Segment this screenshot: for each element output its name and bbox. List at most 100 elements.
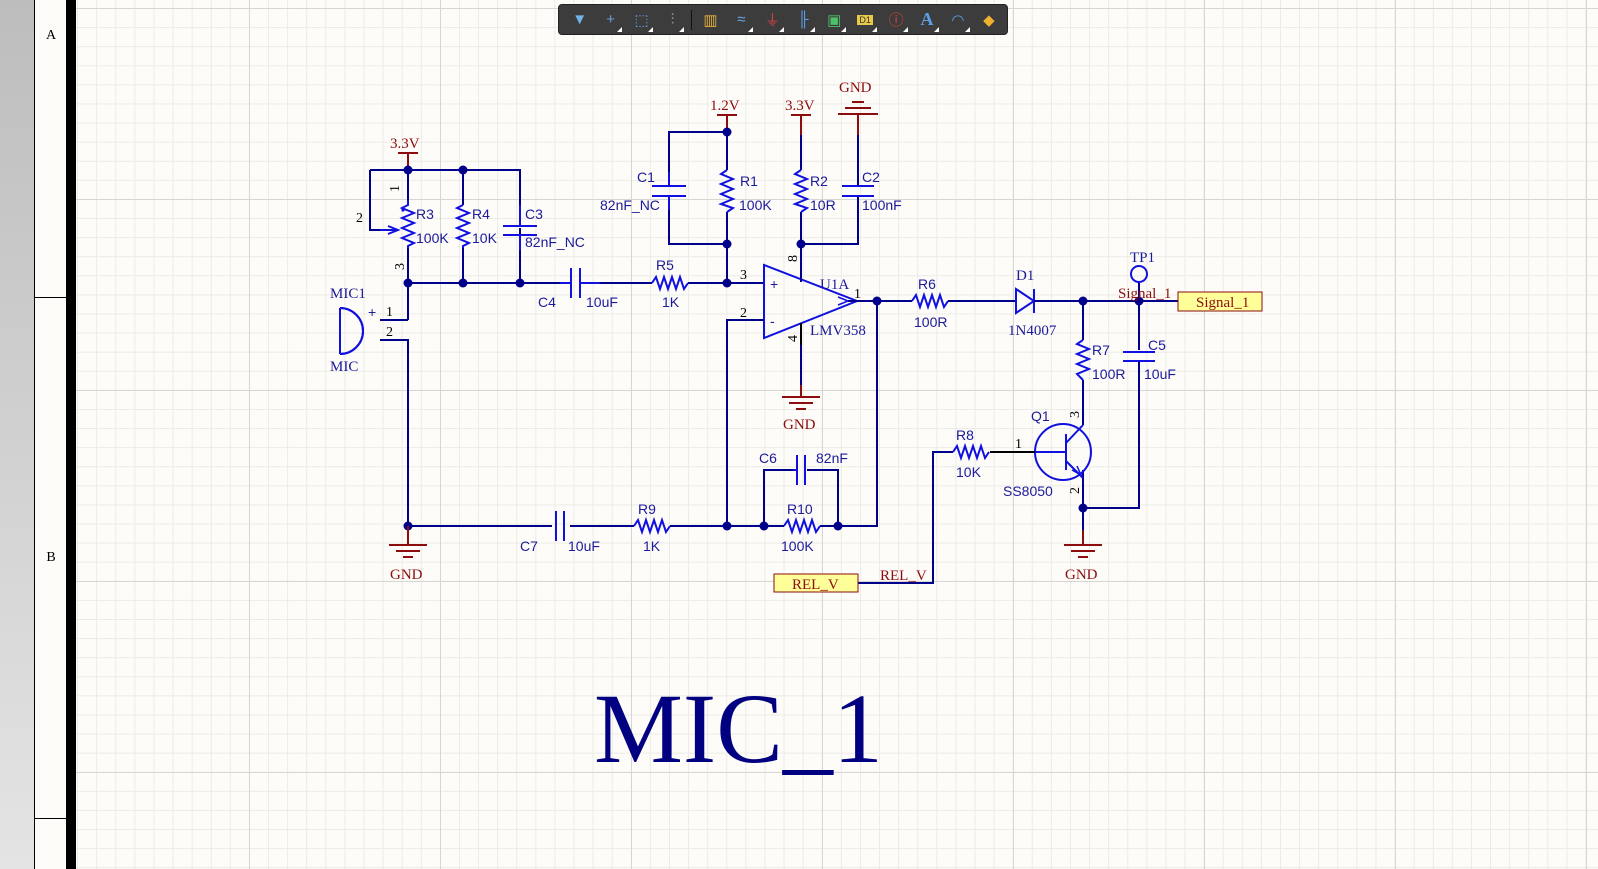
value-label: 10uF <box>586 294 618 310</box>
port-icon: D1 <box>857 14 873 25</box>
ref-label: R6 <box>918 276 936 292</box>
bus-button[interactable]: ≈ <box>729 7 754 33</box>
align-button[interactable]: ⫶ <box>660 7 685 33</box>
ref-label: R9 <box>638 501 656 517</box>
sheet-symbol-button[interactable]: ▣ <box>821 7 846 33</box>
ref-label: U1A <box>820 277 849 293</box>
wire-net <box>668 131 728 283</box>
capacitor-c4[interactable]: C4 10uF <box>538 268 618 310</box>
probe-icon: ◆ <box>983 11 995 29</box>
minus-input: - <box>770 313 775 329</box>
ref-label: R7 <box>1092 342 1110 358</box>
power-label: GND <box>390 567 423 583</box>
ref-label: C3 <box>525 206 543 222</box>
pin-number: 2 <box>386 325 393 340</box>
ref-label: C7 <box>520 538 538 554</box>
capacitor-c2[interactable]: C2 100nF <box>842 169 902 213</box>
ground-port-amp: GND <box>782 385 820 433</box>
resistor-r9[interactable]: R9 1K <box>633 501 671 554</box>
select-rectangle-button[interactable]: ⬚ <box>629 7 654 33</box>
toolbar-separator <box>690 9 692 30</box>
dropdown-indicator <box>648 26 654 32</box>
resistor-r1[interactable]: R1 100K <box>718 169 772 213</box>
value-label: MIC <box>330 359 358 375</box>
dropdown-indicator <box>679 26 685 32</box>
polarity-plus: + <box>368 304 376 320</box>
capacitor-c3[interactable]: C3 82nF_NC <box>503 205 585 250</box>
power-label: 3.3V <box>785 98 815 114</box>
pin-number: 3 <box>740 268 747 283</box>
dropdown-indicator <box>809 26 815 32</box>
move-crosshair-icon: + <box>606 11 616 28</box>
sheet-title-text[interactable]: MIC_1 <box>594 673 883 784</box>
resistor-r3[interactable]: R3 100K 1 2 3 <box>356 185 449 270</box>
value-label: 100K <box>781 538 814 554</box>
value-label: 100K <box>739 197 772 213</box>
text-button[interactable]: A <box>914 7 939 33</box>
value-label: 1N4007 <box>1008 323 1057 339</box>
resistor-r7[interactable]: R7 100R <box>1074 339 1125 382</box>
harness-icon: ╟ <box>797 11 809 28</box>
net-label-signal: Signal_1 <box>1118 286 1171 302</box>
ref-label: TP1 <box>1130 250 1155 266</box>
pin-number: 2 <box>1068 487 1083 494</box>
dropdown-indicator <box>748 26 754 32</box>
resistor-r2[interactable]: R2 10R <box>792 169 836 213</box>
place-part-button[interactable]: ▥ <box>698 7 723 33</box>
test-point-tp1[interactable]: TP1 <box>1130 250 1155 283</box>
sheet-border-zones: A B <box>34 0 67 869</box>
pin-number: 3 <box>1068 411 1083 418</box>
harness-button[interactable]: ╟ <box>791 7 816 33</box>
value-label: SS8050 <box>1003 483 1053 499</box>
opamp-u1a[interactable]: + - 3 2 8 4 1 U1A LMV358 <box>740 255 866 345</box>
power-label: 1.2V <box>710 98 740 114</box>
resistor-r10[interactable]: R10 100K <box>781 501 821 554</box>
dropdown-indicator <box>840 26 846 32</box>
capacitor-c7[interactable]: C7 10uF <box>520 511 600 554</box>
move-crosshair-button[interactable]: + <box>598 7 623 33</box>
ref-label: C4 <box>538 294 556 310</box>
directive-icon: ⓘ <box>888 12 904 29</box>
power-label: GND <box>839 80 872 96</box>
probe-button[interactable]: ◆ <box>976 7 1001 33</box>
pin-number: 1 <box>386 305 393 320</box>
power-port-3v3-amp: 3.3V <box>785 98 815 135</box>
plus-input: + <box>770 276 778 292</box>
value-label: 1K <box>643 538 661 554</box>
ref-label: C5 <box>1148 337 1166 353</box>
port-button[interactable]: D1 <box>852 7 877 33</box>
transistor-q1[interactable]: Q1 SS8050 1 3 2 <box>990 408 1092 499</box>
value-label: 10R <box>810 197 836 213</box>
resistor-r8[interactable]: R8 10K <box>952 427 990 480</box>
capacitor-c5[interactable]: C5 10uF <box>1123 337 1176 382</box>
resistor-r4[interactable]: R4 10K <box>454 204 498 248</box>
value-label: 82nF <box>816 450 848 466</box>
value-label: LMV358 <box>810 323 866 339</box>
dropdown-indicator <box>902 26 908 32</box>
port-rel-v[interactable]: REL_V <box>773 573 859 593</box>
wire-net <box>369 169 560 526</box>
port-signal-1[interactable]: Signal_1 <box>1177 291 1263 312</box>
filter-button[interactable]: ▼ <box>567 7 592 33</box>
capacitor-c6[interactable]: C6 82nF <box>759 450 848 485</box>
power-port-button[interactable]: ⏚ <box>760 7 785 33</box>
dropdown-indicator <box>871 26 877 32</box>
dropdown-indicator <box>964 26 970 32</box>
microphone-mic1[interactable]: MIC1 MIC + 1 2 <box>330 286 393 375</box>
bus-icon: ≈ <box>737 11 746 28</box>
capacitor-c1[interactable]: C1 82nF_NC <box>600 169 686 213</box>
sheet-frame-edge <box>66 0 76 869</box>
resistor-r6[interactable]: R6 100R <box>911 276 949 330</box>
sheet-symbol-icon: ▣ <box>827 11 842 29</box>
schematic-sheet[interactable] <box>76 0 1598 869</box>
arc-button[interactable]: ◠ <box>945 7 970 33</box>
value-label: 10K <box>956 464 982 480</box>
pin-number: 2 <box>356 211 363 226</box>
directive-button[interactable]: ⓘ <box>883 7 908 33</box>
resistor-r5[interactable]: R5 1K <box>651 257 689 310</box>
value-label: 10uF <box>568 538 600 554</box>
dropdown-indicator <box>933 26 939 32</box>
zone-divider <box>35 818 67 819</box>
diode-d1[interactable]: D1 1N4007 <box>1008 268 1057 339</box>
